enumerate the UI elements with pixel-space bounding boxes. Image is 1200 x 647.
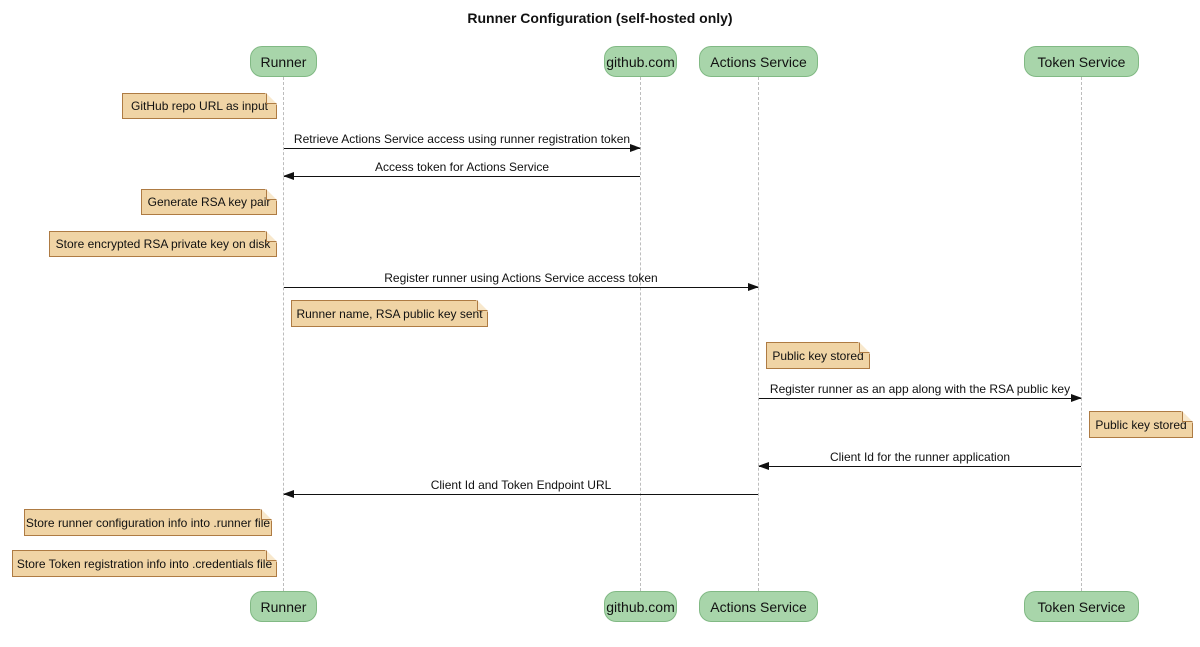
message-label: Retrieve Actions Service access using ru… <box>293 132 631 146</box>
note-text: Runner name, RSA public key sent <box>296 306 483 321</box>
participant-actions-service-bottom: Actions Service <box>699 591 818 622</box>
note-text: GitHub repo URL as input <box>131 99 268 113</box>
participant-runner-top: Runner <box>250 46 317 77</box>
message-arrow-actions-to-runner <box>283 490 758 498</box>
participant-label: Token Service <box>1037 53 1126 70</box>
participant-label: Runner <box>260 598 307 615</box>
participant-token-service-bottom: Token Service <box>1024 591 1139 622</box>
message-label: Register runner as an app along with the… <box>769 382 1071 396</box>
note: Public key stored <box>1089 411 1193 438</box>
note: Store Token registration info into .cred… <box>12 550 277 577</box>
message-label: Register runner using Actions Service ac… <box>384 271 658 285</box>
note-text: Public key stored <box>1095 417 1187 432</box>
participant-label: github.com <box>606 598 675 615</box>
participant-label: github.com <box>606 53 675 70</box>
message-label: Access token for Actions Service <box>374 160 550 174</box>
lifeline-token-service <box>1081 77 1082 591</box>
note: Store runner configuration info into .ru… <box>24 509 272 536</box>
note: Public key stored <box>766 342 870 369</box>
note-text: Store Token registration info into .cred… <box>16 556 273 571</box>
note-text: Store runner configuration info into .ru… <box>25 515 271 530</box>
participant-github-top: github.com <box>604 46 677 77</box>
participant-github-bottom: github.com <box>604 591 677 622</box>
message-label: Client Id for the runner application <box>829 450 1011 464</box>
note-text: Store encrypted RSA private key on disk <box>55 237 271 251</box>
message-arrow-runner-to-actions <box>284 283 759 291</box>
note: Runner name, RSA public key sent <box>291 300 488 327</box>
message-arrow-github-to-runner <box>283 172 640 180</box>
diagram-title: Runner Configuration (self-hosted only) <box>467 10 733 26</box>
participant-label: Runner <box>260 53 307 70</box>
lifeline-actions-service <box>758 77 759 591</box>
note: Store encrypted RSA private key on disk <box>49 231 277 257</box>
note: GitHub repo URL as input <box>122 93 277 119</box>
message-arrow-token-to-actions <box>758 462 1081 470</box>
note-text: Generate RSA key pair <box>147 195 271 209</box>
message-arrow-runner-to-github <box>284 144 641 152</box>
participant-actions-service-top: Actions Service <box>699 46 818 77</box>
participant-label: Actions Service <box>710 598 807 615</box>
participant-label: Actions Service <box>710 53 807 70</box>
lifeline-github <box>640 77 641 591</box>
message-label: Client Id and Token Endpoint URL <box>430 478 612 492</box>
participant-label: Token Service <box>1037 598 1126 615</box>
lifeline-runner <box>283 77 284 591</box>
participant-token-service-top: Token Service <box>1024 46 1139 77</box>
note: Generate RSA key pair <box>141 189 277 215</box>
message-arrow-actions-to-token <box>759 394 1082 402</box>
note-text: Public key stored <box>772 348 864 363</box>
participant-runner-bottom: Runner <box>250 591 317 622</box>
